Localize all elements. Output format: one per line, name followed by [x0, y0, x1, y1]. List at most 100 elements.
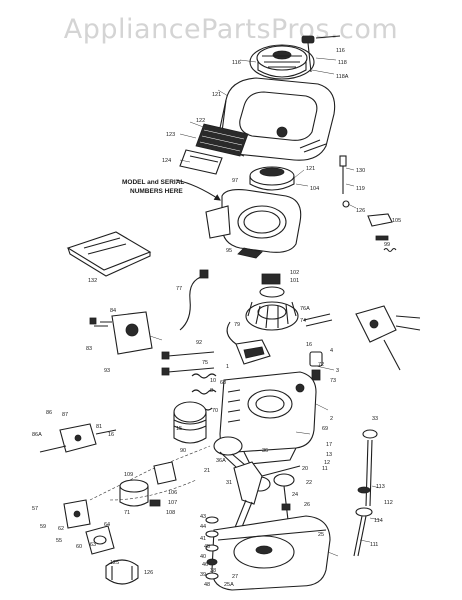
part-callout: 26	[304, 502, 310, 508]
part-callout: 79	[234, 322, 240, 328]
part-callout: 126	[356, 208, 365, 214]
part-callout: 70	[212, 408, 218, 414]
part-callout: 92	[196, 340, 202, 346]
part-callout: 112	[384, 500, 393, 506]
ignition-module	[226, 321, 271, 365]
spark-plug-parts	[303, 313, 333, 381]
part-callout: 46	[202, 562, 208, 568]
part-callout: 86A	[32, 432, 42, 438]
part-callout: 44	[200, 524, 206, 530]
part-callout: 64	[104, 522, 110, 528]
part-callout: 108	[166, 510, 175, 516]
part-callout: 16	[108, 432, 114, 438]
part-callout: 105	[392, 218, 401, 224]
part-callout: 72	[318, 362, 324, 368]
part-callout: 116	[336, 48, 345, 54]
part-callout: 118A	[336, 74, 349, 80]
part-callout: 130	[356, 168, 365, 174]
part-callout: 68	[220, 380, 226, 386]
part-callout: 13	[326, 452, 332, 458]
part-callout: 83	[86, 346, 92, 352]
part-callout: 16	[306, 342, 312, 348]
part-callout: 125	[110, 560, 119, 566]
part-callout: 59	[40, 524, 46, 530]
starter-cup	[249, 166, 295, 191]
part-callout: 84	[110, 308, 116, 314]
watermark-text: AppliancePartsPros.com	[63, 14, 399, 45]
part-callout: 3	[336, 368, 339, 374]
part-callout: 116	[232, 60, 241, 66]
part-callout: 93	[104, 368, 110, 374]
part-callout: 132	[88, 278, 97, 284]
part-callout: 41	[200, 536, 206, 542]
part-callout: 31	[226, 480, 232, 486]
housing-screws	[339, 155, 350, 208]
part-callout: 102	[290, 270, 299, 276]
governor-link	[179, 269, 209, 331]
part-callout: 87	[62, 412, 68, 418]
piston	[173, 401, 207, 444]
part-callout: 24	[292, 492, 298, 498]
part-callout: 114	[374, 518, 383, 524]
flywheel	[245, 273, 299, 331]
small-spring	[383, 247, 397, 253]
part-callout: 95	[226, 248, 232, 254]
part-callout: 48	[204, 582, 210, 588]
model-serial-note-line-2: NUMBERS HERE	[130, 188, 183, 195]
part-callout: 86	[46, 410, 52, 416]
fan-shroud	[205, 189, 302, 259]
part-callout: 38	[210, 568, 216, 574]
owners-manual	[66, 231, 152, 277]
fuel-elbow	[85, 525, 139, 585]
part-callout: 10	[210, 378, 216, 384]
part-callout: 99	[384, 242, 390, 248]
recoil-starter-cover	[249, 44, 315, 80]
part-callout: 119	[356, 186, 365, 192]
part-callout: 81	[96, 424, 102, 430]
part-callout: 73	[330, 378, 336, 384]
part-callout: 104	[310, 186, 319, 192]
part-callout: 12	[324, 460, 330, 466]
part-callout: 71	[124, 510, 130, 516]
part-callout: 126	[144, 570, 153, 576]
throttle-linkage	[39, 423, 117, 453]
part-callout: 4	[330, 348, 333, 354]
starter-handle	[301, 35, 341, 73]
clip-part	[367, 213, 393, 241]
part-callout: 77	[176, 286, 182, 292]
camshaft	[273, 473, 295, 521]
model-serial-note-line-1: MODEL and SERIAL	[122, 179, 184, 186]
part-callout: 124	[162, 158, 171, 164]
part-callout: 76A	[300, 306, 310, 312]
part-callout: 22	[306, 480, 312, 486]
crankshaft	[229, 461, 301, 543]
part-callout: 36A	[216, 458, 226, 464]
part-callout: 43	[200, 514, 206, 520]
dipstick-tube	[353, 429, 378, 557]
part-callout: 97	[232, 178, 238, 184]
part-callout: 122	[196, 118, 205, 124]
part-callout: 1	[226, 364, 229, 370]
part-callout: 17	[326, 442, 332, 448]
part-callout: 90	[180, 448, 186, 454]
part-callout: 121	[212, 92, 221, 98]
part-callout: 57	[32, 506, 38, 512]
fuel-pump	[63, 499, 91, 529]
head-bolts	[161, 351, 215, 376]
part-callout: 110	[0, 0, 9, 2]
part-callout: 107	[168, 500, 177, 506]
part-callout: 60	[76, 544, 82, 550]
part-callout: 40	[200, 554, 206, 560]
part-callout: 8	[210, 388, 213, 394]
part-callout: 27	[232, 574, 238, 580]
engine-base	[211, 515, 331, 591]
part-callout: 2	[330, 416, 333, 422]
part-callout: 123	[166, 132, 175, 138]
part-callout: 106	[168, 490, 177, 496]
part-callout: 121	[306, 166, 315, 172]
part-callout: 63	[90, 542, 96, 548]
control-bracket	[355, 305, 421, 371]
air-filter-element	[179, 149, 223, 175]
